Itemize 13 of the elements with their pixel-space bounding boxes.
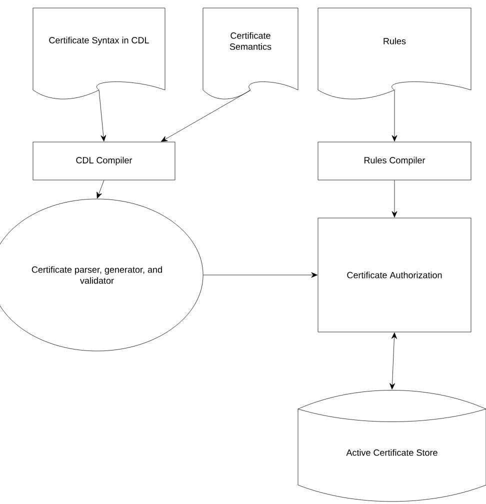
arrow (390, 332, 397, 390)
arrow (392, 90, 398, 142)
document-shape: Certificate Semantics (202, 8, 298, 100)
arrow (96, 180, 104, 199)
arrow (392, 180, 398, 218)
document-shape: Certificate Syntax in CDL (32, 8, 166, 100)
document-shape: Rules (318, 8, 472, 100)
arrow (203, 272, 318, 278)
process-box: Certificate Authorization (318, 218, 472, 332)
process-box: CDL Compiler (32, 142, 176, 180)
process-box: Rules Compiler (318, 142, 472, 180)
arrow (98, 90, 106, 142)
arrow (161, 90, 251, 142)
